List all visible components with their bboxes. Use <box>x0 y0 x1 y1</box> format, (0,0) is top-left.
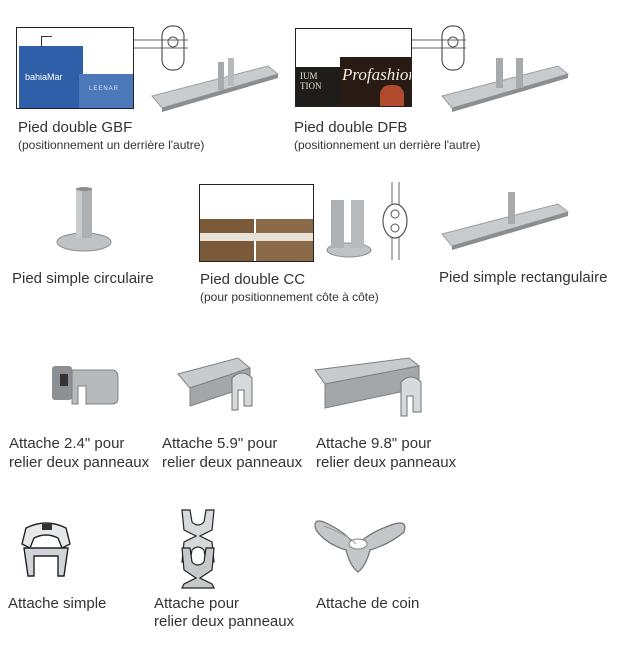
simple-rect-title: Pied simple rectangulaire <box>439 269 608 286</box>
clip-pour-line2: relier deux panneaux <box>154 613 295 630</box>
gbf-connector-diagram <box>134 25 188 71</box>
gbf-subtitle: (positionnement un derrière l'autre) <box>18 138 205 152</box>
clip-simple-render <box>21 522 71 577</box>
clip-59-line1: Attache 5.9" pour <box>162 435 278 452</box>
clip-coin-line1: Attache de coin <box>316 595 420 612</box>
dfb-banner-left <box>296 67 340 106</box>
clip-98-line1: Attache 9.8" pour <box>316 435 432 452</box>
gbf-banner1-text: bahiaMar <box>25 72 63 82</box>
double-cc-band <box>200 233 313 241</box>
double-cc-photo <box>199 184 314 262</box>
dfb-subtitle: (positionnement un derrière l'autre) <box>294 138 481 152</box>
gbf-banner-back <box>79 74 133 108</box>
double-cc-subtitle: (pour positionnement côte à côte) <box>200 290 379 304</box>
clip-98-line2: relier deux panneaux <box>316 454 457 471</box>
simple-circ-title: Pied simple circulaire <box>12 270 154 287</box>
clip-59-render <box>177 357 253 411</box>
dfb-photo: IUM TION Profashion <box>295 28 412 107</box>
dfb-banner2-text: Profashion <box>342 65 412 84</box>
clip-24-line2: relier deux panneaux <box>9 454 150 471</box>
clip-24-render <box>52 366 119 405</box>
dfb-title: Pied double DFB <box>294 119 408 136</box>
dfb-base-render <box>441 58 570 112</box>
gbf-photo: bahiaMar LEENAR <box>16 27 134 109</box>
clip-coin-render <box>314 520 406 573</box>
dfb-banner1-text: IUM TION <box>300 71 322 91</box>
double-cc-connector-diagram <box>382 182 408 260</box>
double-cc-base-render <box>326 200 372 258</box>
simple-rect-render <box>441 192 570 250</box>
double-cc-title: Pied double CC <box>200 271 306 288</box>
clip-24-line1: Attache 2.4" pour <box>9 435 125 452</box>
dfb-connector-diagram <box>412 25 466 71</box>
gbf-base-render <box>151 58 280 112</box>
simple-circ-render <box>56 187 112 252</box>
clip-pour-line1: Attache pour <box>154 595 240 612</box>
clip-simple-line1: Attache simple <box>8 595 107 612</box>
clip-59-line2: relier deux panneaux <box>162 454 303 471</box>
dfb-figure <box>380 85 404 106</box>
clip-98-render <box>314 357 422 417</box>
gbf-banner-blue <box>19 46 83 108</box>
gbf-banner2-text: LEENAR <box>89 86 120 92</box>
clip-pour-render <box>181 509 215 589</box>
gbf-title: Pied double GBF <box>18 119 133 136</box>
gbf-hanger-icon <box>41 36 52 47</box>
